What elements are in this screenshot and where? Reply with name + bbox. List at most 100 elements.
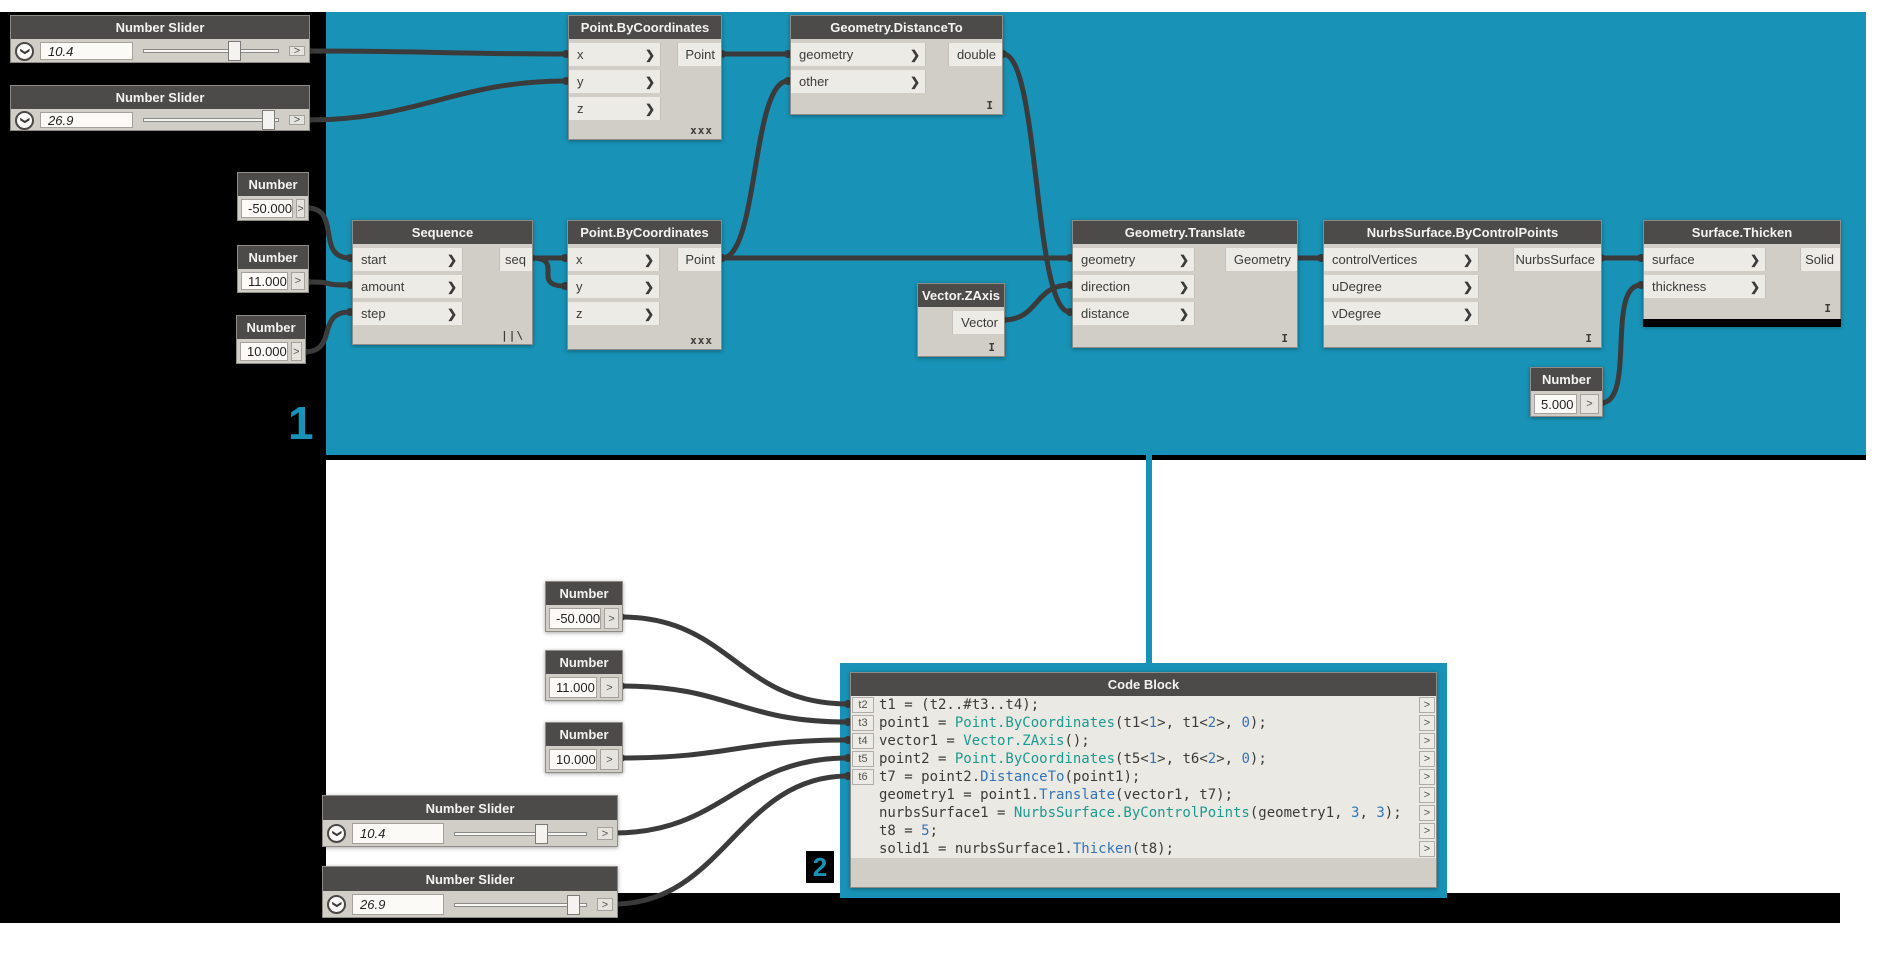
geometry-distance-to-output-double[interactable]: double (948, 43, 1002, 66)
slider-track[interactable] (139, 110, 283, 130)
code-block-line-output-port[interactable]: > (1419, 841, 1435, 857)
number-bottom-3-value[interactable]: 10.000 (549, 749, 597, 770)
point-by-coordinates-1-input-x[interactable]: x❯ (569, 43, 661, 66)
slider-handle[interactable] (228, 41, 242, 61)
sequence-input-amount[interactable]: amount❯ (353, 275, 463, 298)
collapse-chevron-icon[interactable]: ❯ (327, 895, 346, 914)
point-by-coordinates-2-input-x[interactable]: x❯ (568, 248, 660, 271)
sequence-input-step[interactable]: step❯ (353, 302, 463, 325)
number-slider-top-2-value[interactable]: 26.9 (40, 112, 133, 128)
geometry-distance-to-input-other[interactable]: other❯ (791, 70, 926, 93)
geometry-translate-input-direction[interactable]: direction❯ (1073, 275, 1195, 298)
point-by-coordinates-2-input-y[interactable]: y❯ (568, 275, 660, 298)
point-by-coordinates-1-input-y[interactable]: y❯ (569, 70, 661, 93)
wire[interactable] (618, 737, 851, 761)
surface-thicken-input-surface[interactable]: surface❯ (1644, 248, 1766, 271)
code-block-input-port-t3[interactable]: t3 (852, 715, 874, 731)
code-block-line-output-port[interactable]: > (1419, 769, 1435, 785)
sequence-input-start[interactable]: start❯ (353, 248, 463, 271)
number-5-value[interactable]: 5.000 (1534, 394, 1577, 414)
code-block-line-output-port[interactable]: > (1419, 805, 1435, 821)
number-bottom-2-value[interactable]: 11.000 (549, 677, 597, 698)
number-bottom-1-value[interactable]: -50.000 (549, 608, 602, 629)
geometry-translate-output-Geometry[interactable]: Geometry (1225, 248, 1297, 271)
number-slider-bottom-1-output-port[interactable]: > (597, 827, 613, 840)
code-block-input-port-t5[interactable]: t5 (852, 751, 874, 767)
wire[interactable] (611, 773, 851, 907)
code-block-line-output-port[interactable]: > (1419, 697, 1435, 713)
number-bottom-3-output-port[interactable]: > (600, 749, 619, 770)
number-bottom-1[interactable]: Number-50.000> (545, 581, 623, 632)
number-slider-top-2[interactable]: Number Slider❯26.9> (10, 85, 310, 131)
wire[interactable] (618, 683, 851, 725)
surface-thicken-output-Solid[interactable]: Solid (1800, 248, 1840, 271)
point-by-coordinates-2-input-z[interactable]: z❯ (568, 302, 660, 325)
code-block-input-port-t2[interactable]: t2 (852, 697, 874, 713)
number-slider-top-1-value[interactable]: 10.4 (40, 42, 133, 60)
slider-handle[interactable] (261, 110, 275, 130)
number-5-output-port[interactable]: > (1580, 394, 1599, 414)
geometry-translate-input-geometry[interactable]: geometry❯ (1073, 248, 1195, 271)
vector-zaxis-output-Vector[interactable]: Vector (952, 311, 1004, 334)
number-top-2-value[interactable]: 11.000 (241, 272, 288, 290)
nurbssurface-bycontrolpoints-input-uDegree[interactable]: uDegree❯ (1324, 275, 1479, 298)
number-top-3-output-port[interactable]: > (290, 342, 302, 361)
number-slider-top-1[interactable]: Number Slider❯10.4> (10, 15, 310, 63)
code-block-line-output-port[interactable]: > (1419, 751, 1435, 767)
slider-track[interactable] (450, 894, 591, 915)
wire[interactable] (611, 755, 851, 836)
number-slider-bottom-2-value[interactable]: 26.9 (352, 894, 444, 915)
number-slider-bottom-1-value[interactable]: 10.4 (352, 823, 444, 844)
code-block-input-port-t6[interactable]: t6 (852, 769, 874, 785)
number-slider-top-1-output-port[interactable]: > (289, 45, 305, 57)
code-block-line-output-port[interactable]: > (1419, 823, 1435, 839)
geometry-distance-to-input-geometry[interactable]: geometry❯ (791, 43, 926, 66)
code-block-line-output-port[interactable]: > (1419, 787, 1435, 803)
number-slider-bottom-2[interactable]: Number Slider❯26.9> (322, 866, 618, 918)
number-top-2-output-port[interactable]: > (290, 272, 305, 290)
slider-track[interactable] (139, 41, 283, 61)
point-by-coordinates-1-input-z[interactable]: z❯ (569, 97, 661, 120)
number-slider-bottom-1[interactable]: Number Slider❯10.4> (322, 795, 618, 847)
wire[interactable] (618, 614, 851, 707)
number-top-1[interactable]: Number-50.000> (237, 172, 309, 221)
collapse-chevron-icon[interactable]: ❯ (327, 824, 346, 843)
point-by-coordinates-1-output-Point[interactable]: Point (677, 43, 721, 66)
slider-handle[interactable] (567, 894, 581, 915)
code-block-line-output-port[interactable]: > (1419, 715, 1435, 731)
code-block-line-output-port[interactable]: > (1419, 733, 1435, 749)
slider-handle[interactable] (534, 823, 548, 844)
surface-thicken-input-thickness[interactable]: thickness❯ (1644, 275, 1766, 298)
code-block-input-port-t4[interactable]: t4 (852, 733, 874, 749)
point-by-coordinates-2-output-Point[interactable]: Point (677, 248, 721, 271)
number-top-1-value[interactable]: -50.000 (241, 199, 294, 218)
number-slider-bottom-2-output-port[interactable]: > (597, 898, 613, 911)
number-bottom-2-output-port[interactable]: > (600, 677, 619, 698)
number-top-3-value[interactable]: 10.000 (240, 342, 288, 361)
sequence-output-seq[interactable]: seq (499, 248, 532, 271)
nurbssurface-bycontrolpoints-output-NurbsSurface[interactable]: NurbsSurface (1513, 248, 1601, 271)
collapse-chevron-icon[interactable]: ❯ (15, 41, 34, 61)
collapse-chevron-icon[interactable]: ❯ (15, 110, 34, 130)
slider-track[interactable] (450, 823, 591, 844)
nurbssurface-bycontrolpoints-input-vDegree[interactable]: vDegree❯ (1324, 302, 1479, 325)
number-slider-top-2-output-port[interactable]: > (289, 114, 305, 126)
number-bottom-1-output-port[interactable]: > (604, 608, 619, 629)
nurbssurface-bycontrolpoints-input-controlVertices[interactable]: controlVertices❯ (1324, 248, 1479, 271)
number-top-1-output-port[interactable]: > (296, 199, 305, 218)
